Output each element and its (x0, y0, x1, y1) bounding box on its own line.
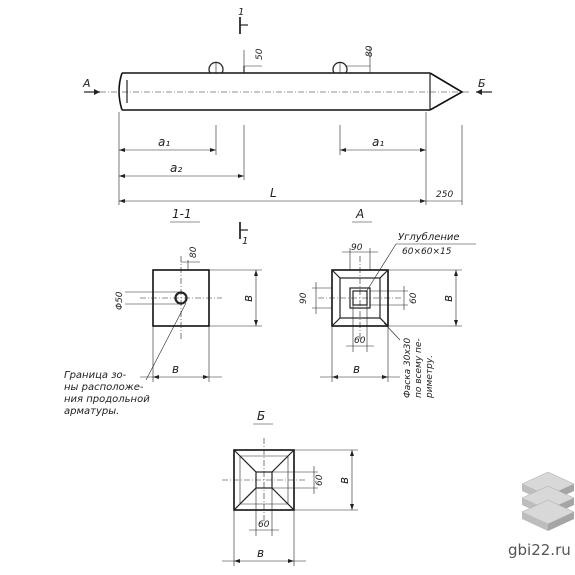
chamfer-line-2: по всему пе- (414, 338, 424, 398)
section-mark-bottom-label: 1 (242, 236, 248, 247)
view-arrow-b: Б (476, 77, 492, 95)
view-a-dim-60-bottom-label: 60 (354, 336, 366, 346)
dim-L-label: L (270, 186, 277, 200)
section-mark-top: 1 (238, 7, 248, 34)
section-title: 1-1 (172, 207, 192, 221)
dim-80-label: 80 (365, 45, 375, 57)
view-a-title: А (355, 207, 364, 221)
view-b-dim-b-vertical-label: в (337, 477, 351, 484)
section-dim-80-label: 80 (189, 246, 199, 258)
dim-50-top: 50 (243, 48, 265, 67)
section-dim-b-vertical-label: в (241, 295, 255, 302)
dim-a1-left-label: a₁ (158, 135, 170, 149)
view-a-label: А (82, 77, 91, 90)
view-a: А 90 90 60 60 (299, 207, 476, 399)
reinforcement-note: Граница зо- ны расположе- ния продольной… (64, 370, 150, 417)
chamfer-line-1: Фаска 30x30 (403, 337, 413, 398)
section-mark-top-label: 1 (238, 7, 244, 18)
view-b-dim-b-horizontal-label: в (257, 546, 264, 560)
dim-80-top: 80 (346, 45, 375, 73)
dim-chains: a₁ a₁ a₂ L 250 (118, 112, 463, 205)
note-line-4: арматуры. (64, 406, 119, 417)
dim-a1-right-label: a₁ (372, 135, 384, 149)
recess-title: Углубление (398, 231, 460, 243)
view-b-title: Б (257, 409, 265, 423)
chamfer-line-3: риметру. (425, 355, 435, 399)
watermark: gbi22.ru (508, 471, 575, 559)
section-1-1: 1-1 80 Φ50 в в (115, 207, 262, 382)
section-dim-b-horizontal-label: в (172, 362, 179, 376)
view-b-dim-60-right-label: 60 (315, 474, 325, 486)
dim-250-label: 250 (436, 190, 453, 200)
watermark-logo (521, 471, 575, 531)
view-a-dim-b-vertical-label: в (441, 295, 455, 302)
pile-elevation (100, 61, 470, 111)
section-mark-bottom: 1 (239, 222, 248, 247)
view-arrow-a: А (82, 77, 100, 95)
dim-phi50-label: Φ50 (115, 291, 125, 310)
note-line-2: ны расположе- (64, 382, 144, 393)
view-a-dim-b-horizontal-label: в (353, 362, 360, 376)
dim-50-label: 50 (255, 48, 265, 60)
note-line-1: Граница зо- (64, 370, 127, 381)
view-a-dim-60-right-label: 60 (409, 292, 419, 304)
note-line-3: ния продольной (64, 394, 150, 405)
view-a-dim-90-left-label: 90 (299, 292, 309, 304)
view-a-dim-90-top-label: 90 (351, 243, 363, 253)
recess-size: 60×60×15 (402, 247, 452, 257)
view-b-label: Б (478, 77, 486, 90)
view-b-dim-60-bottom-label: 60 (258, 520, 270, 530)
view-b: Б 60 60 в (222, 409, 358, 566)
watermark-text: gbi22.ru (508, 541, 571, 559)
dim-a2-label: a₂ (170, 161, 182, 175)
